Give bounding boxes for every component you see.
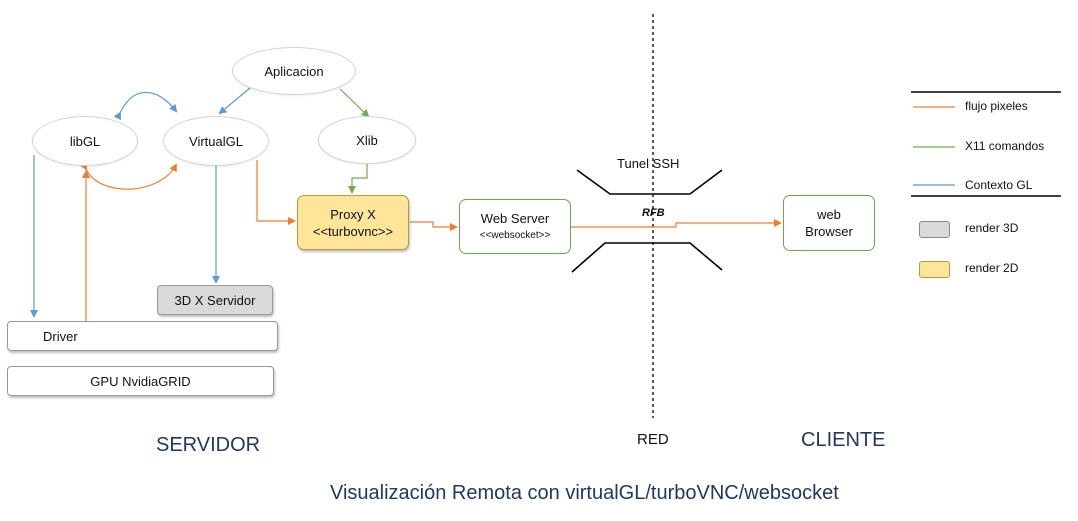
virtualgl-label: VirtualGL bbox=[189, 133, 243, 149]
legend-x11-commands: X11 comandos bbox=[965, 139, 1045, 153]
tunnel-top-wall bbox=[576, 169, 723, 195]
web-server-stereotype: <<websocket>> bbox=[479, 229, 551, 241]
driver-label: Driver bbox=[43, 328, 78, 344]
edge-virtualgl-proxy bbox=[256, 160, 296, 225]
legend-pixel-flow: flujo pixeles bbox=[965, 99, 1028, 113]
proxy-x-label: Proxy X bbox=[330, 206, 376, 222]
web-browser-label-line2: Browser bbox=[805, 224, 853, 239]
xlib-label: Xlib bbox=[356, 132, 378, 148]
rfb-label: RFB bbox=[642, 207, 665, 219]
legend-swatch-3d bbox=[919, 221, 950, 238]
edge-libgl-virtualgl-pixels bbox=[79, 161, 177, 190]
legend-render-2d: render 2D bbox=[965, 261, 1019, 275]
proxy-x-box: Proxy X <<turbovnc>> bbox=[297, 195, 409, 250]
edge-aplicacion-xlib bbox=[339, 88, 370, 118]
diagram-caption: Visualización Remota con virtualGL/turbo… bbox=[330, 482, 839, 504]
gpu-label: GPU NvidiaGRID bbox=[90, 373, 191, 389]
web-browser-label-line1: web bbox=[817, 207, 841, 222]
virtualgl-node: VirtualGL bbox=[163, 116, 269, 166]
legend-render-3d: render 3D bbox=[965, 221, 1019, 235]
aplicacion-node: Aplicacion bbox=[232, 47, 356, 95]
x-servidor-3d-label: 3D X Servidor bbox=[174, 292, 256, 308]
tunnel-label: Tunel SSH bbox=[617, 156, 680, 171]
driver-box: Driver bbox=[7, 321, 278, 351]
edge-libgl-virtualgl-context bbox=[113, 91, 178, 121]
proxy-x-stereotype: <<turbovnc>> bbox=[312, 223, 394, 239]
libgl-label: libGL bbox=[69, 133, 101, 149]
aplicacion-label: Aplicacion bbox=[264, 63, 324, 79]
region-servidor: SERVIDOR bbox=[156, 434, 261, 456]
region-cliente: CLIENTE bbox=[801, 429, 886, 451]
gpu-box: GPU NvidiaGRID bbox=[7, 366, 274, 396]
tunnel-bottom-wall bbox=[571, 242, 723, 273]
edge-aplicacion-virtualgl bbox=[218, 87, 251, 115]
libgl-node: libGL bbox=[32, 116, 138, 166]
web-browser-box: web Browser bbox=[783, 195, 875, 251]
region-red: RED bbox=[637, 431, 669, 448]
edge-xlib-proxy bbox=[348, 163, 368, 194]
xlib-node: Xlib bbox=[318, 116, 416, 164]
web-server-label: Web Server bbox=[480, 210, 550, 226]
edge-proxy-webserver bbox=[410, 221, 458, 231]
x-servidor-3d-box: 3D X Servidor bbox=[157, 285, 273, 315]
legend-gl-context: Contexto GL bbox=[965, 178, 1033, 192]
web-server-box: Web Server <<websocket>> bbox=[459, 199, 571, 254]
edge-webserver-browser bbox=[571, 219, 782, 228]
legend-swatch-2d bbox=[919, 261, 950, 278]
